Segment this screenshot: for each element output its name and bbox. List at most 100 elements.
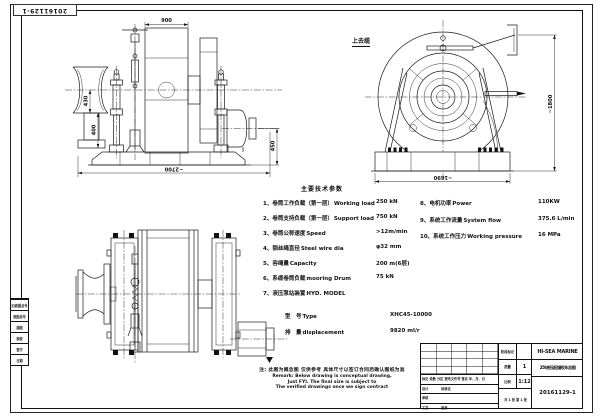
spec-row: 1、卷筒工作负载（第一层）Working load 250 kN <box>263 199 468 214</box>
front-dimensions: 900 ~2700 430 400 450 <box>77 18 279 177</box>
spec-row: 7、液压泵站装置HYD. MODEL <box>263 289 468 304</box>
spec-row: 9、系统工作流量System flow 375.6 L/min <box>420 216 582 233</box>
spec-label: 8、电机功率Power <box>420 199 538 216</box>
plan-motor <box>237 321 275 363</box>
signature-row: 工艺 批准 <box>421 402 498 413</box>
corner-stamp: 20161129-1 <box>13 4 77 16</box>
spec-label: 4、钢丝绳直径Steel wire dia <box>263 244 376 259</box>
spec-row: 排 量displacement 9820 ml/r <box>285 328 465 344</box>
spec-value: 250 kN <box>376 199 398 205</box>
spec-value: 750 kN <box>376 214 398 220</box>
front-band-brake <box>122 27 148 153</box>
sheet-inner-border <box>21 10 583 409</box>
spec-label: 2、卷筒支持负载（第一层）Support load <box>263 214 376 229</box>
spec-row: 6、系缆卷筒负载mooring Drum 75 kN <box>263 274 468 289</box>
specs-list-left: 1、卷筒工作负载（第一层）Working load 250 kN 2、卷筒支持负… <box>263 199 468 304</box>
spec-label-en: Working load <box>333 201 375 207</box>
sheet-info: 共 1 张 第 1 张 <box>504 397 527 402</box>
revision-strip-row: 旧底图总号 <box>11 299 28 310</box>
spec-label-en: displacement <box>302 330 345 336</box>
spec-number: 2、 <box>263 216 273 222</box>
spec-value: φ32 mm <box>376 244 402 250</box>
remarks-block: 注: 此图为概念图 仅供参考 具体尺寸以签订合同后确认图纸为准 Remark: … <box>233 368 431 391</box>
spec-label-cn: 液压泵站装置 <box>272 291 306 297</box>
spec-label-cn: 卷筒工作负载（第一层） <box>272 201 333 207</box>
spec-value: 75 kN <box>376 274 394 280</box>
plan-warping-head <box>75 263 117 325</box>
spec-label-cn: 钢丝绳直径 <box>272 246 300 252</box>
spec-number: 1、 <box>263 201 273 207</box>
dim-1800: ~1800 <box>548 94 554 113</box>
spec-value: 16 MPa <box>538 232 561 238</box>
remarks-line: The verified drawings once we sign contr… <box>275 385 389 391</box>
spec-value: XHC45-10000 <box>390 312 432 318</box>
spec-value: 110KW <box>538 199 560 205</box>
revision-strip: 旧底图总号底图总号描图描校签字日期 <box>10 298 29 366</box>
front-base <box>88 151 251 166</box>
title-block-middle: 阶段标记 质量 1 比例 1:12 共 1 张 第 1 张 <box>498 344 532 408</box>
spec-value: 200 m(6层) <box>376 261 410 267</box>
spec-value: 9820 ml/r <box>390 328 420 334</box>
front-left-jack <box>109 69 124 153</box>
spec-label-cn: 卷筒公称速度 <box>272 231 306 237</box>
spec-label-en: System flow <box>463 217 502 224</box>
spec-number: 8、 <box>420 201 430 207</box>
spec-label: 1、卷筒工作负载（第一层）Working load <box>263 199 376 214</box>
title-block: 标记 处数 分区 更改文件号 签名 年、月、日设计 标准化审核工艺 批准 阶段标… <box>420 343 583 410</box>
dim-2700: ~2700 <box>164 166 183 172</box>
spec-value: 375.6 L/min <box>538 215 575 222</box>
side-brake-lever <box>426 24 526 96</box>
side-frame <box>384 67 502 153</box>
front-centerlines <box>65 24 282 160</box>
spec-label-en: Working pressure <box>467 234 523 240</box>
spec-label-cn: 型 号 <box>285 314 302 320</box>
revision-strip-row: 签字 <box>11 343 28 354</box>
spec-label-en: Speed <box>306 231 326 237</box>
sheet-outer-border <box>10 4 593 413</box>
spec-label-cn: 系缆卷筒负载 <box>272 276 306 282</box>
dim-450: 450 <box>271 140 277 151</box>
stage-label: 阶段标记 <box>500 349 515 354</box>
plan-drum <box>137 229 213 353</box>
spec-label-cn: 电机功率 <box>429 201 452 207</box>
dim-400: 400 <box>92 124 98 135</box>
spec-label-cn: 容绳量 <box>272 261 289 267</box>
scale-row: 比例 1:12 <box>499 375 532 389</box>
scale-value: 1:12 <box>516 375 532 388</box>
spec-label-cn: 排 量 <box>285 330 302 336</box>
scale-label: 比例 <box>504 380 511 384</box>
side-view-label: 上去缆 <box>352 38 371 47</box>
spec-label-en: Steel wire dia <box>300 246 344 252</box>
plan-right-bearing <box>211 233 241 355</box>
spec-number: 9、 <box>420 217 430 224</box>
signature-row: 标记 处数 分区 更改文件号 签名 年、月、日 <box>421 374 498 384</box>
revision-strip-row: 描图 <box>11 321 28 332</box>
spec-label-cn: 系统工作流量 <box>429 217 463 224</box>
spec-label: 3、卷筒公称速度Speed <box>263 229 376 244</box>
specs-title: 主要技术参数 <box>300 186 343 193</box>
front-drum <box>144 27 218 154</box>
spec-row: 3、卷筒公称速度Speed >12m/min <box>263 229 468 244</box>
revision-strip-row: 描校 <box>11 332 28 343</box>
dim-900: 900 <box>161 18 172 24</box>
spec-row: 5、容绳量Capacity 200 m(6层) <box>263 259 468 274</box>
spec-label-en: HYD. MODEL <box>306 291 346 297</box>
parts-list-grid <box>421 344 498 375</box>
revision-strip-row: 底图总号 <box>11 310 28 321</box>
mass-label: 质量 <box>504 365 511 370</box>
spec-label-en: Type <box>302 314 317 320</box>
signature-rows: 标记 处数 分区 更改文件号 签名 年、月、日设计 标准化审核工艺 批准 <box>421 374 498 410</box>
spec-label: 10、系统工作压力Working pressure <box>420 232 538 249</box>
front-warping-head <box>72 66 109 149</box>
mass-value: 1 <box>516 359 532 374</box>
product-title: 25t液压起锚绞车总图 <box>532 360 583 377</box>
spec-label-en: Power <box>452 201 472 207</box>
spec-row: 4、钢丝绳直径Steel wire dia φ32 mm <box>263 244 468 259</box>
dim-430: 430 <box>84 95 90 106</box>
spec-label: 6、系缆卷筒负载mooring Drum <box>263 274 376 289</box>
spec-row: 10、系统工作压力Working pressure 16 MPa <box>420 232 582 249</box>
spec-label-en: mooring Drum <box>306 276 351 282</box>
spec-number: 4、 <box>263 246 273 252</box>
dim-1690: ~1690 <box>433 174 452 180</box>
